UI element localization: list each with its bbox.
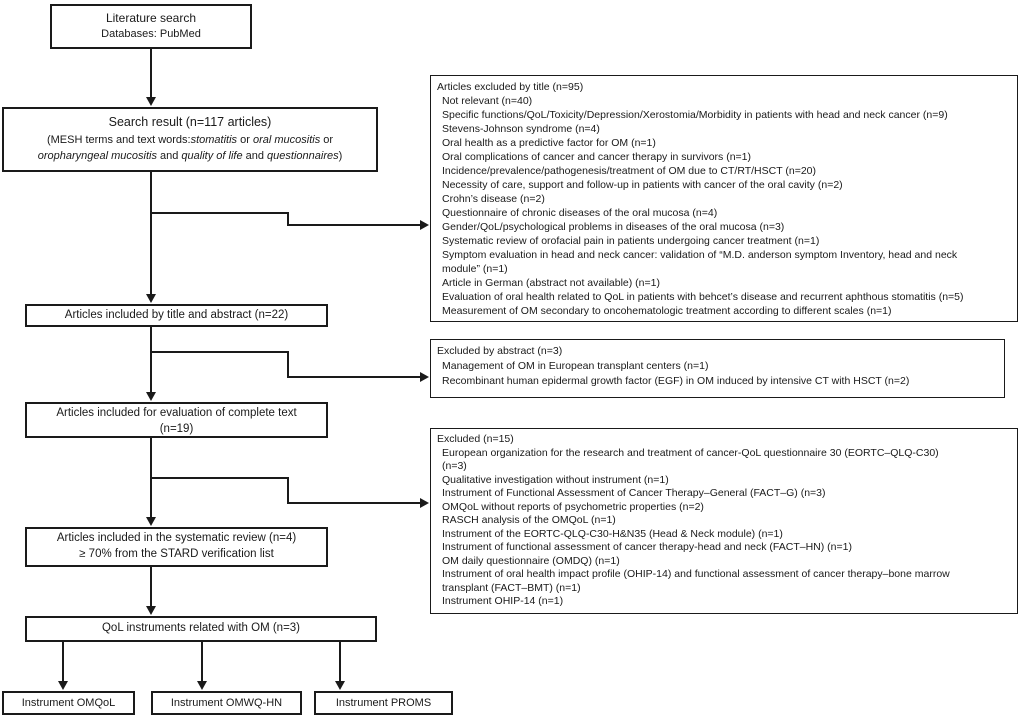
arrowhead-right-icon [420,498,429,508]
arrowhead-down-icon [146,294,156,303]
instrument-proms-box: Instrument PROMS [314,691,453,715]
connector-title-to-complete [150,327,152,393]
arrowhead-down-icon [58,681,68,690]
instrument-omwq-hn-box: Instrument OMWQ-HN [151,691,302,715]
arrowhead-down-icon [146,517,156,526]
excluded-full-text-item: Instrument of the EORTC-QLQ-C30-H&N35 (H… [442,527,783,540]
literature-search-subtitle: Databases: PubMed [101,28,201,40]
excluded-by-title-item: Symptom evaluation in head and neck canc… [442,249,958,261]
excluded-by-title-item: Specific functions/QoL/Toxicity/Depressi… [442,109,948,121]
excluded-by-title-item: Oral complications of cancer and cancer … [442,151,752,163]
connector-branch-abstract-h2 [287,376,421,378]
excluded-full-text-item: Instrument of functional assessment of c… [442,541,852,553]
qol-instruments-label: QoL instruments related with OM (n=3) [101,622,301,634]
connector-branch-full-h1 [151,477,289,479]
excluded-by-title-items: Not relevant (n=40) Specific functions/Qo… [437,94,1011,318]
excluded-by-title-item: module” (n=1) [442,263,508,275]
excluded-by-title-item: Questionnaire of chronic diseases of the… [442,207,718,219]
included-systematic-review-box: Articles included in the systematic revi… [25,527,328,567]
search-terms-line1: (MESH terms and text words:stomatitis or… [46,134,334,146]
excluded-by-title-item: Gender/QoL/psychological problems in dis… [442,221,785,233]
excluded-by-abstract-item: Management of OM in European transplant … [442,360,709,372]
included-complete-text-line1: Articles included for evaluation of comp… [56,407,297,419]
excluded-full-text-items: European organization for the research a… [437,447,1011,609]
instrument-omqol-label: Instrument OMQoL [21,697,116,709]
included-complete-text-box: Articles included for evaluation of comp… [25,402,328,438]
connector-branch-full-v [287,477,289,504]
arrowhead-down-icon [146,606,156,615]
excluded-by-title-item: Necessity of care, support and follow-up… [442,179,843,191]
search-result-box: Search result (n=117 articles) (MESH ter… [2,107,378,172]
arrowhead-right-icon [420,372,429,382]
literature-search-box: Literature search Databases: PubMed [50,4,252,49]
connector-branch-full-h2 [287,502,421,504]
excluded-full-text-item: Instrument of Functional Assessment of C… [442,487,826,499]
excluded-full-text-item: (n=3) [442,460,467,472]
connector-branch-title-h2 [287,224,421,226]
arrowhead-right-icon [420,220,429,230]
excluded-by-abstract-item: Recombinant human epidermal growth facto… [442,375,910,387]
excluded-full-text-item: OM daily questionnaire (OMDQ) (n=1) [442,554,620,567]
arrowhead-down-icon [146,392,156,401]
included-title-abstract-label: Articles included by title and abstract … [64,309,289,321]
excluded-by-title-box: Articles excluded by title (n=95) Not re… [430,75,1018,322]
connector-search-to-title [150,171,152,296]
connector-qol-to-proms [339,642,341,682]
excluded-full-text-item: Instrument OHIP-14 (n=1) [442,595,564,607]
excluded-by-title-item: Not relevant (n=40) [442,95,533,107]
literature-search-title: Literature search [105,11,197,25]
included-systematic-review-line2: ≥ 70% from the STARD verification list [79,548,274,560]
excluded-full-text-item: transplant (FACT–BMT) (n=1) [442,581,581,594]
excluded-full-text-box: Excluded (n=15) European organization fo… [430,428,1018,614]
excluded-by-title-item: Systematic review of orofacial pain in p… [442,235,820,247]
arrowhead-down-icon [335,681,345,690]
connector-qol-to-omqol [62,642,64,682]
excluded-full-text-item: OMQoL without reports of psychometric pr… [442,500,704,513]
excluded-by-title-item: Crohn’s disease (n=2) [442,193,545,205]
included-systematic-review-line1: Articles included in the systematic revi… [56,532,297,544]
excluded-by-title-item: Oral health as a predictive factor for O… [442,137,656,149]
excluded-full-text-item: Instrument of oral health impact profile… [442,568,950,580]
excluded-by-title-item: Stevens-Johnson syndrome (n=4) [442,123,600,135]
excluded-by-title-item: Evaluation of oral health related to QoL… [442,291,964,303]
excluded-by-abstract-heading: Excluded by abstract (n=3) [437,345,563,357]
connector-literature-to-search [150,49,152,97]
excluded-by-title-item: Measurement of OM secondary to oncohemat… [442,305,892,317]
excluded-by-abstract-items: Management of OM in European transplant … [437,359,998,389]
arrowhead-down-icon [146,97,156,106]
excluded-full-text-heading: Excluded (n=15) [437,433,514,445]
connector-branch-abstract-v [287,351,289,378]
included-title-abstract-box: Articles included by title and abstract … [25,304,328,327]
connector-branch-abstract-h1 [151,351,289,353]
connector-qol-to-omwq [201,642,203,682]
connector-review-to-qol [150,567,152,607]
excluded-by-abstract-box: Excluded by abstract (n=3) Management of… [430,339,1005,398]
excluded-full-text-item: European organization for the research a… [442,446,939,459]
excluded-by-title-heading: Articles excluded by title (n=95) [437,81,584,93]
instrument-proms-label: Instrument PROMS [335,697,432,709]
connector-branch-title-v [287,212,289,226]
included-complete-text-line2: (n=19) [159,423,194,435]
excluded-full-text-item: Qualitative investigation without instru… [442,473,669,486]
instrument-omqol-box: Instrument OMQoL [2,691,135,715]
search-terms-line2: oropharyngeal mucositis and quality of l… [37,149,343,162]
arrowhead-down-icon [197,681,207,690]
excluded-by-title-item: Article in German (abstract not availabl… [442,277,660,289]
search-result-title: Search result (n=117 articles) [108,115,272,129]
qol-instruments-box: QoL instruments related with OM (n=3) [25,616,377,642]
excluded-full-text-item: RASCH analysis of the OMQoL (n=1) [442,514,616,526]
instrument-omwq-hn-label: Instrument OMWQ-HN [170,697,283,709]
excluded-by-title-item: Incidence/prevalence/pathogenesis/treatm… [442,165,817,177]
connector-branch-title-h1 [151,212,289,214]
